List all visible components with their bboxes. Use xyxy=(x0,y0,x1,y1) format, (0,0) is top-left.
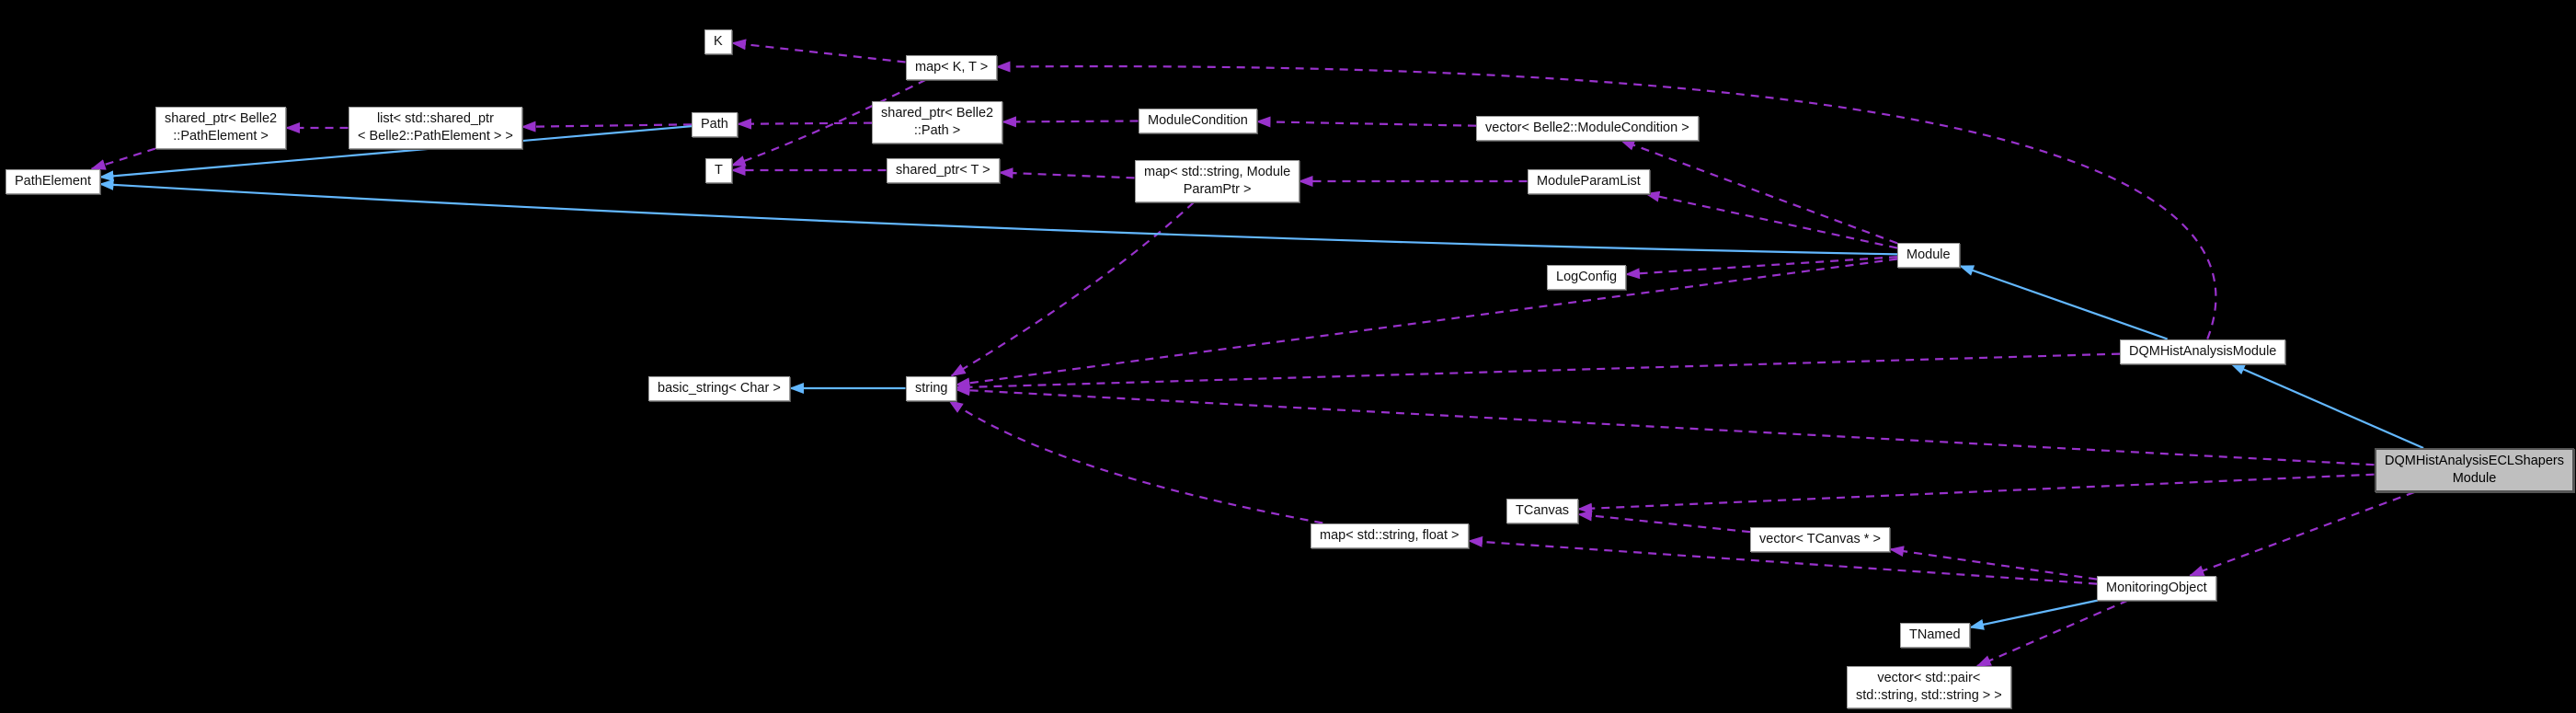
edge-mo-to-vector_tc xyxy=(1889,546,2098,581)
edge-ecl-to-dqm xyxy=(2229,362,2424,450)
edge-vector_tc-to-tcanvas xyxy=(1577,510,1751,534)
edge-dqm-to-string xyxy=(955,352,2121,393)
edge-dqm-to-map_k_t xyxy=(995,61,2217,339)
edge-mo-to-vector_pair xyxy=(1975,599,2129,668)
node-sp_path[interactable]: shared_ptr< Belle2 ::Path > xyxy=(872,101,1003,144)
node-vector_mc[interactable]: vector< Belle2::ModuleCondition > xyxy=(1476,116,1699,142)
edge-map_mpp-to-sp_t xyxy=(998,167,1135,179)
node-vector_tc[interactable]: vector< TCanvas * > xyxy=(1750,527,1890,553)
node-ecl: DQMHistAnalysisECLShapers Module xyxy=(2375,448,2575,493)
node-module_param_list[interactable]: ModuleParamList xyxy=(1528,169,1650,195)
node-pathelement[interactable]: PathElement xyxy=(6,169,101,195)
edge-module-to-log_config xyxy=(1625,256,1898,280)
node-tcanvas[interactable]: TCanvas xyxy=(1506,499,1579,524)
edge-path-to-list_pe xyxy=(521,121,693,132)
node-path[interactable]: Path xyxy=(692,112,738,138)
node-module_condition[interactable]: ModuleCondition xyxy=(1139,109,1257,134)
edge-module-to-string xyxy=(955,258,1898,389)
edge-vector_mc-to-module_condition xyxy=(1255,116,1477,128)
node-t[interactable]: T xyxy=(705,158,732,184)
node-mo[interactable]: MonitoringObject xyxy=(2097,576,2216,602)
edge-module-to-vector_mc xyxy=(1620,139,1898,245)
node-map_mpp[interactable]: map< std::string, Module ParamPtr > xyxy=(1135,160,1300,203)
node-sp_pe[interactable]: shared_ptr< Belle2 ::PathElement > xyxy=(155,107,287,150)
edge-map_sf-to-string xyxy=(948,399,1323,524)
node-map_sf[interactable]: map< std::string, float > xyxy=(1311,523,1469,549)
edge-module_condition-to-sp_path xyxy=(1002,116,1139,128)
node-log_config[interactable]: LogConfig xyxy=(1547,265,1627,291)
edge-map_mpp-to-string xyxy=(950,201,1195,377)
node-list_pe[interactable]: list< std::shared_ptr < Belle2::PathElem… xyxy=(349,107,522,150)
edge-ecl-to-string xyxy=(955,385,2375,466)
edge-module-to-pathelement xyxy=(98,178,1898,256)
node-k[interactable]: K xyxy=(704,29,732,55)
node-vector_pair[interactable]: vector< std::pair< std::string, std::str… xyxy=(1847,666,2011,709)
node-string[interactable]: string xyxy=(906,376,957,402)
edge-dqm-to-module xyxy=(1959,264,2169,340)
edge-ecl-to-mo xyxy=(2189,490,2415,577)
node-map_k_t[interactable]: map< K, T > xyxy=(906,55,998,81)
edge-map_k_t-to-t xyxy=(730,78,927,167)
edge-mo-to-tnamed xyxy=(1969,599,2099,630)
edge-map_k_t-to-k xyxy=(731,39,906,63)
node-basic_string[interactable]: basic_string< Char > xyxy=(648,376,790,402)
edge-path-to-pathelement xyxy=(98,125,693,182)
node-tnamed[interactable]: TNamed xyxy=(1900,623,1970,649)
node-sp_t[interactable]: shared_ptr< T > xyxy=(887,158,1000,184)
node-dqm[interactable]: DQMHistAnalysisModule xyxy=(2120,339,2286,365)
node-module[interactable]: Module xyxy=(1897,243,1960,269)
edge-module-to-module_param_list xyxy=(1644,190,1898,249)
edge-ecl-to-tcanvas xyxy=(1577,473,2375,514)
edge-sp_pe-to-pathelement xyxy=(90,147,156,170)
edge-sp_path-to-path xyxy=(737,118,873,130)
edge-mo-to-map_sf xyxy=(1468,535,2098,585)
